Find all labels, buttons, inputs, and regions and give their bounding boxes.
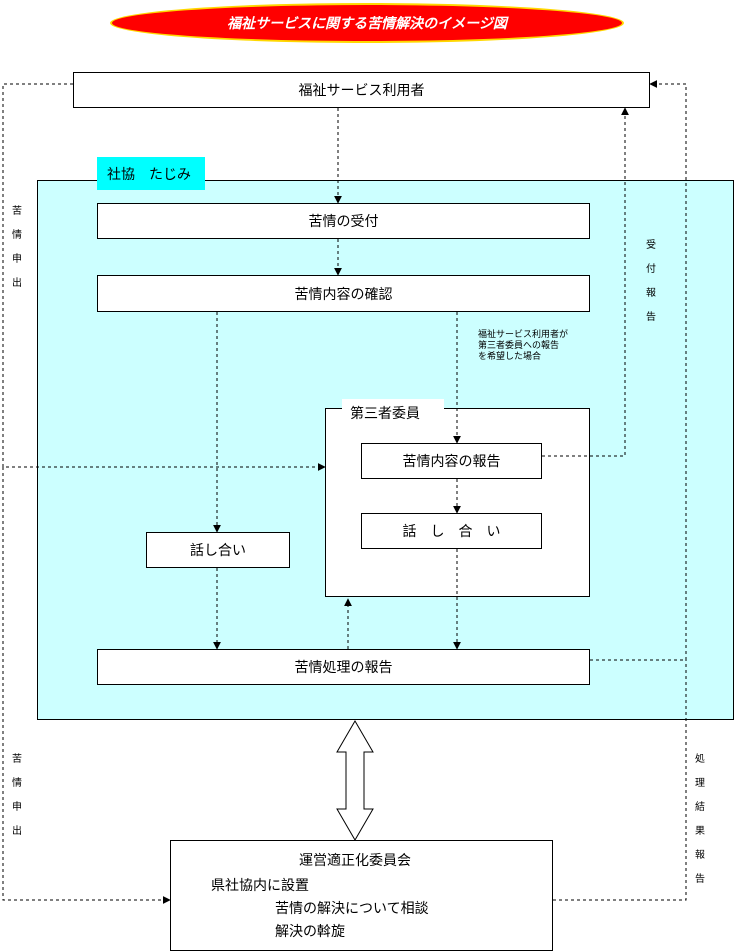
- service-user-label: 福祉サービス利用者: [298, 83, 425, 99]
- diagram-title: 福祉サービスに関する苦情解決のイメージ図: [227, 16, 507, 32]
- discussion-box: 話し合い: [146, 532, 290, 568]
- receipt-report-label: 受 付 報 告: [646, 240, 656, 323]
- reception-box: 苦情の受付: [97, 203, 590, 239]
- confirmation-box: 苦情内容の確認: [97, 275, 590, 312]
- arrow-result-report-right: [590, 80, 687, 661]
- committee-line1: 県社協内に設置: [211, 878, 309, 894]
- bidirectional-arrow: [336, 720, 374, 841]
- complaint-label-top: 苦 情 申 出: [12, 206, 22, 289]
- confirmation-label: 苦情内容の確認: [294, 286, 393, 303]
- third-discussion-label: 話 し 合 い: [402, 524, 501, 540]
- committee-line2: 苦情の解決について相談: [275, 901, 429, 917]
- title-banner: 福祉サービスに関する苦情解決のイメージ図: [110, 3, 624, 43]
- organization-label-text: 社協 たじみ: [107, 166, 191, 183]
- result-report-vertical-label: 処 理 結 果 報 告: [695, 754, 705, 885]
- third-report-label: 苦情内容の報告: [402, 454, 501, 470]
- committee-box: 運営適正化委員会 県社協内に設置 苦情の解決について相談 解決の斡旋: [170, 840, 553, 951]
- result-report-box: 苦情処理の報告: [97, 649, 590, 685]
- arrow-receipt-report: [542, 107, 629, 457]
- third-report-box: 苦情内容の報告: [361, 443, 542, 479]
- committee-name: 運営適正化委員会: [299, 853, 411, 869]
- committee-line3: 解決の斡旋: [275, 924, 345, 940]
- organization-label: 社協 たじみ: [97, 157, 205, 190]
- third-party-label-text: 第三者委員: [350, 406, 420, 422]
- result-report-label: 苦情処理の報告: [294, 660, 393, 676]
- reception-label: 苦情の受付: [308, 214, 379, 230]
- service-user-box: 福祉サービス利用者: [73, 72, 650, 108]
- complaint-label-bottom: 苦 情 申 出: [12, 754, 22, 837]
- third-discussion-box: 話 し 合 い: [361, 513, 542, 549]
- third-party-label: 第三者委員: [342, 399, 444, 427]
- condition-note: 福祉サービス利用者が 第三者委員への報告 を希望した場合: [478, 330, 569, 362]
- line-committee-right: [553, 660, 687, 901]
- arrow-complaint-to-committee: [2, 467, 171, 904]
- arrow-complaint-to-third-party: [2, 83, 326, 471]
- discussion-label: 話し合い: [190, 543, 246, 559]
